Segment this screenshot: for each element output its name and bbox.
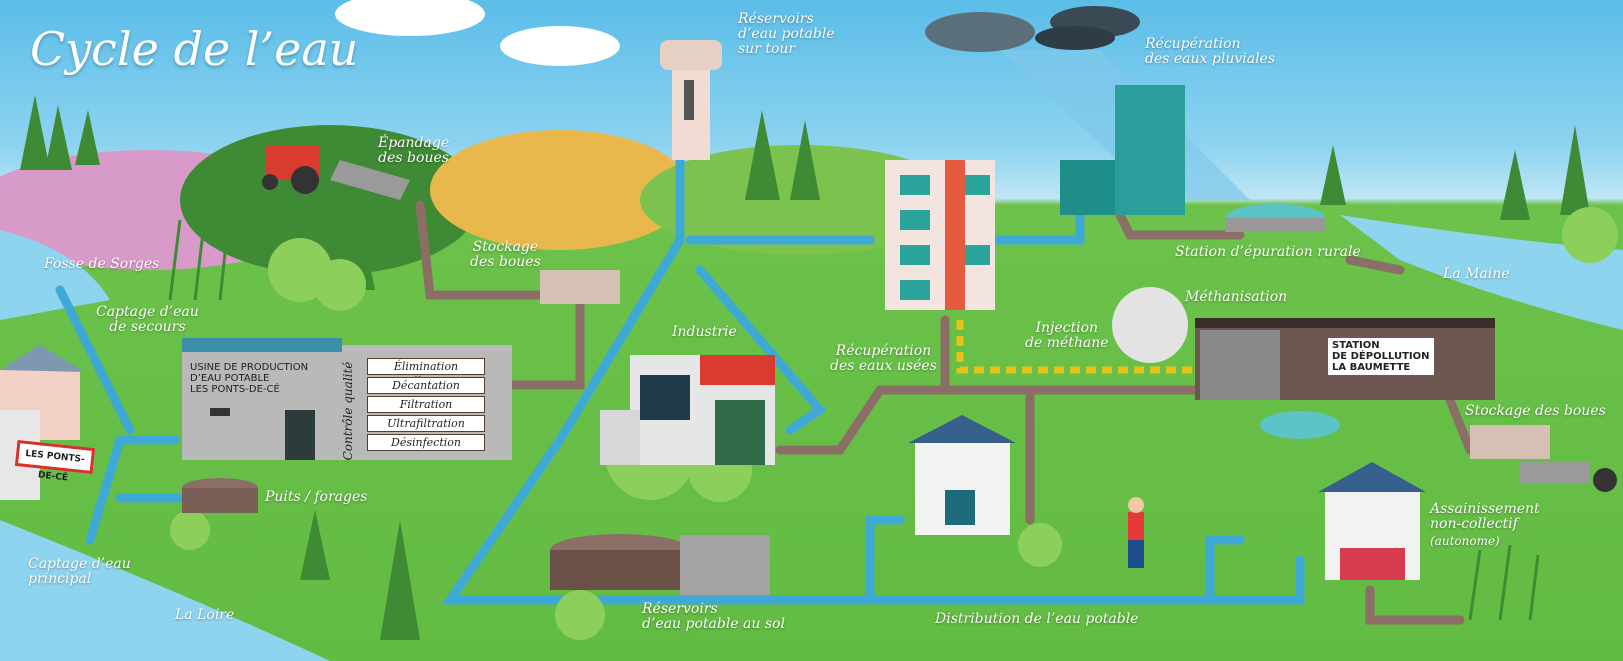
label-captage-principal: Captage d’eau principal: [28, 556, 131, 587]
label-reservoirs-sol: Réservoirs d’eau potable au sol: [642, 601, 785, 632]
label-captage-secours: Captage d’eau de secours: [96, 304, 199, 335]
rivers: [0, 215, 1623, 661]
tractor-red: [262, 145, 410, 200]
stockage-container-2: [1470, 425, 1550, 459]
apartment-building: [885, 160, 995, 310]
clean-water-pipes: [55, 155, 1305, 605]
label-reservoirs-tour: Réservoirs d’eau potable sur tour: [738, 11, 835, 57]
rain-cloud: [925, 6, 1140, 52]
stockage-container-1: [540, 270, 620, 304]
methane-sphere: [1112, 287, 1188, 363]
label-methanisation: Méthanisation: [1185, 289, 1288, 305]
trees: [20, 95, 1590, 640]
clouds: [335, 0, 620, 66]
controle-qualite-label: Contrôle qualité: [341, 361, 355, 461]
gardener: [1128, 497, 1144, 568]
usine-step-4: Ultrafiltration: [367, 415, 485, 432]
usine-name-plate: USINE DE PRODUCTION D’EAU POTABLE LES PO…: [190, 362, 309, 395]
reservoir-sol: [550, 534, 770, 595]
station-baumette: [1195, 318, 1495, 439]
usine-step-3: Filtration: [367, 396, 485, 413]
usine-step-2: Décantation: [367, 377, 485, 394]
office-tower: [1060, 85, 1185, 215]
water-tower: [660, 40, 722, 160]
label-stockage-boues-2: Stockage des boues: [1465, 403, 1606, 419]
label-station-rurale: Station d’épuration rurale: [1175, 244, 1361, 260]
label-stockage-boues-1: Stockage des boues: [470, 239, 541, 270]
label-autonome: (autonome): [1430, 534, 1500, 548]
methane-pipe: [956, 320, 1200, 374]
bushes: [170, 207, 1618, 640]
usine-step-5: Désinfection: [367, 434, 485, 451]
label-epandage: Épandage des boues: [378, 135, 450, 166]
label-injection-methane: Injection de méthane: [1025, 320, 1109, 351]
label-industrie: Industrie: [672, 324, 737, 340]
label-fosse-sorges: Fosse de Sorges: [44, 256, 160, 272]
label-assainissement: Assainissement non-collectif: [1430, 501, 1540, 532]
label-puits-forages: Puits / forages: [265, 489, 368, 505]
label-distribution: Distribution de l’eau potable: [935, 611, 1139, 627]
house-assainissement: [1318, 462, 1426, 580]
label-la-loire: La Loire: [175, 607, 235, 623]
station-rurale: [1225, 204, 1325, 232]
label-la-maine: La Maine: [1443, 266, 1510, 282]
industrie-building: [600, 355, 775, 465]
station-name-plate: STATION DE DÉPOLLUTION LA BAUMETTE: [1328, 338, 1434, 375]
label-recup-pluviales: Récupération des eaux pluviales: [1145, 36, 1276, 67]
puits-base: [182, 488, 258, 513]
left-houses: [0, 345, 85, 500]
page-title: Cycle de l’eau: [30, 22, 359, 76]
reeds: [168, 214, 1540, 621]
tractor-right: [1520, 462, 1617, 492]
label-recup-usees: Récupération des eaux usées: [830, 343, 937, 374]
house-washing-machine: [908, 415, 1016, 535]
usine-step-1: Élimination polluants: [367, 358, 485, 388]
waste-water-pipes: [415, 200, 1475, 625]
hills: [0, 125, 960, 275]
